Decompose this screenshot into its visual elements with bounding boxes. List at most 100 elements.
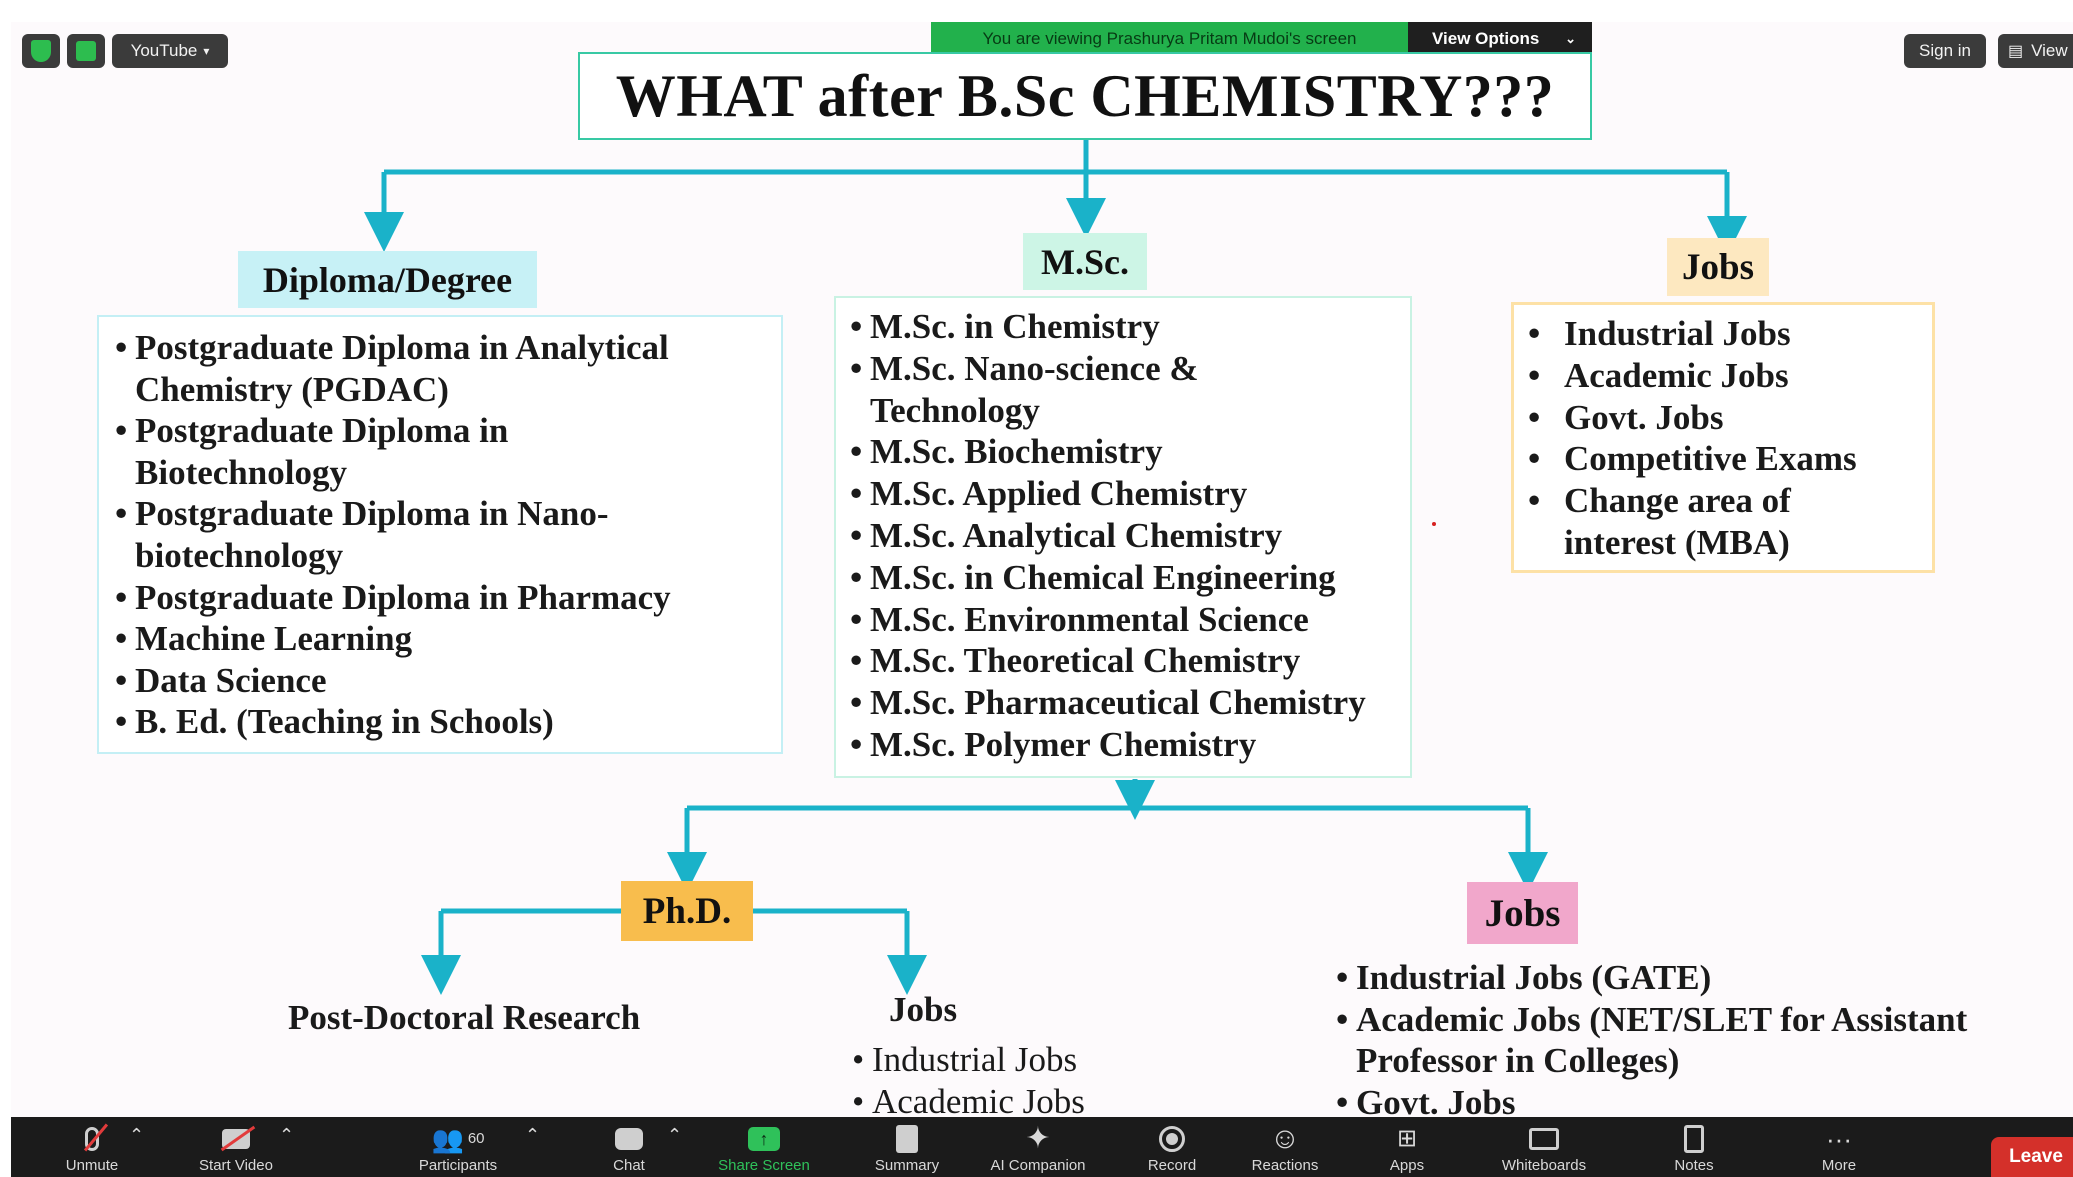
leave-button[interactable]: Leave [1991, 1137, 2073, 1177]
summary-button[interactable]: Summary [852, 1123, 962, 1174]
list-item: M.Sc. Applied Chemistry [850, 473, 1410, 515]
youtube-label: YouTube [130, 41, 198, 60]
more-dots-icon: ··· [1826, 1124, 1852, 1154]
whiteboards-label: Whiteboards [1501, 1157, 1587, 1174]
apps-grid-icon: ⊞ [1396, 1125, 1418, 1152]
laser-pointer-dot [1432, 522, 1436, 526]
view-label: View [2031, 41, 2068, 60]
list-item: M.Sc. Nano-science & Technology [850, 348, 1270, 432]
participants-options-chevron-icon[interactable]: ⌃ [525, 1125, 541, 1145]
phd-jobs-heading: Jobs [889, 990, 958, 1029]
participants-icon-wrap: 👥 60 [431, 1123, 484, 1155]
jobs-top-heading: Jobs [1667, 238, 1769, 296]
screen-share-banner: You are viewing Prashurya Pritam Mudoi's… [931, 22, 1592, 55]
list-item: M.Sc. Biochemistry [850, 431, 1410, 473]
participants-button[interactable]: 👥 60 Participants [403, 1123, 513, 1174]
list-item: Change area of interest (MBA) [1528, 480, 1824, 564]
meeting-toolbar: Unmute ⌃ Start Video ⌃ 👥 60 Participants… [11, 1117, 2073, 1177]
chat-label: Chat [613, 1157, 645, 1174]
more-label: More [1821, 1157, 1857, 1174]
summary-document-icon [896, 1123, 918, 1155]
jobs-top-box: Industrial Jobs Academic Jobs Govt. Jobs… [1511, 302, 1935, 573]
list-item: Industrial Jobs [1528, 313, 1898, 355]
security-shield-button[interactable] [22, 34, 60, 68]
participants-label: Participants [418, 1157, 498, 1174]
phd-jobs-list: Industrial Jobs Academic Jobs [852, 1039, 1085, 1122]
more-button[interactable]: ··· More [1784, 1123, 1894, 1174]
list-item: M.Sc. Analytical Chemistry [850, 515, 1410, 557]
jobs-bottom-list: Industrial Jobs (GATE) Academic Jobs (NE… [1336, 957, 2026, 1123]
grid-view-icon: ▤ [2008, 43, 2024, 60]
list-item: Industrial Jobs (GATE) [1336, 957, 2026, 999]
slide-title: WHAT after B.Sc CHEMISTRY??? [615, 62, 1555, 129]
dropdown-caret-icon: ▾ [203, 44, 210, 58]
unmute-button[interactable]: Unmute [37, 1123, 147, 1174]
chevron-down-icon: ⌄ [1565, 30, 1576, 46]
list-item: M.Sc. Pharmaceutical Chemistry [850, 682, 1410, 724]
slide-title-box: WHAT after B.Sc CHEMISTRY??? [578, 52, 1592, 140]
msc-heading: M.Sc. [1023, 233, 1147, 290]
chat-bubble-icon [615, 1123, 643, 1155]
list-item: Academic Jobs [852, 1081, 1085, 1123]
record-icon [1159, 1123, 1185, 1155]
youtube-menu-button[interactable]: YouTube ▾ [112, 34, 228, 68]
apps-button[interactable]: ⊞ Apps [1352, 1123, 1462, 1174]
list-item: Postgraduate Diploma in Nano-biotechnolo… [115, 493, 695, 576]
smiley-icon: ☺ [1269, 1122, 1301, 1155]
start-video-label: Start Video [199, 1157, 273, 1174]
list-item: Industrial Jobs [852, 1039, 1085, 1081]
list-item: M.Sc. in Chemistry [850, 306, 1410, 348]
whiteboard-icon [1529, 1123, 1559, 1155]
list-item: Academic Jobs [1528, 355, 1898, 397]
notes-button[interactable]: Notes [1639, 1123, 1749, 1174]
view-button[interactable]: ▤ View [1998, 34, 2073, 68]
list-item: Competitive Exams [1528, 438, 1898, 480]
diploma-heading: Diploma/Degree [238, 251, 537, 308]
list-item: Machine Learning [115, 618, 755, 660]
whiteboards-button[interactable]: Whiteboards [1489, 1123, 1599, 1174]
jobs-bottom-heading: Jobs [1467, 882, 1578, 944]
ai-companion-label: AI Companion [990, 1157, 1086, 1174]
list-item: M.Sc. Theoretical Chemistry [850, 640, 1410, 682]
msc-list: M.Sc. in Chemistry M.Sc. Nano-science & … [850, 306, 1410, 766]
list-item: Academic Jobs (NET/SLET for Assistant Pr… [1336, 999, 2026, 1082]
list-item: M.Sc. Environmental Science [850, 599, 1410, 641]
start-video-button[interactable]: Start Video [181, 1123, 291, 1174]
audio-options-chevron-icon[interactable]: ⌃ [129, 1125, 145, 1145]
ai-companion-button[interactable]: ✦ AI Companion [983, 1122, 1093, 1175]
view-options-button[interactable]: View Options ⌄ [1408, 22, 1592, 55]
video-off-icon [220, 1123, 256, 1155]
participant-count: 60 [467, 1130, 485, 1147]
record-label: Record [1147, 1157, 1197, 1174]
unmute-label: Unmute [65, 1157, 119, 1174]
muted-microphone-icon [83, 1123, 109, 1155]
list-item: B. Ed. (Teaching in Schools) [115, 701, 755, 743]
list-item: Postgraduate Diploma in Biotechnology [115, 410, 565, 493]
chat-options-chevron-icon[interactable]: ⌃ [667, 1125, 683, 1145]
share-screen-label: Share Screen [718, 1157, 810, 1174]
share-banner-text: You are viewing Prashurya Pritam Mudoi's… [931, 22, 1408, 55]
diploma-list: Postgraduate Diploma in Analytical Chemi… [115, 327, 755, 743]
sparkle-icon: ✦ [1025, 1122, 1051, 1155]
list-item: M.Sc. in Chemical Engineering [850, 557, 1410, 599]
sign-in-button[interactable]: Sign in [1904, 34, 1986, 68]
chat-button[interactable]: Chat [574, 1123, 684, 1174]
broadcast-icon [76, 41, 96, 61]
postdoc-text: Post-Doctoral Research [288, 998, 641, 1037]
list-item: Govt. Jobs [1528, 397, 1898, 439]
live-stream-button[interactable] [67, 34, 105, 68]
video-options-chevron-icon[interactable]: ⌃ [279, 1125, 295, 1145]
share-screen-icon: ↑ [748, 1123, 780, 1155]
phd-heading: Ph.D. [621, 881, 753, 941]
reactions-button[interactable]: ☺ Reactions [1230, 1122, 1340, 1175]
list-item: Postgraduate Diploma in Analytical Chemi… [115, 327, 755, 410]
share-screen-button[interactable]: ↑ Share Screen [709, 1123, 819, 1174]
summary-label: Summary [874, 1157, 940, 1174]
notes-icon [1684, 1123, 1704, 1155]
msc-box: M.Sc. in Chemistry M.Sc. Nano-science & … [834, 296, 1412, 778]
record-button[interactable]: Record [1117, 1123, 1227, 1174]
list-item: M.Sc. Polymer Chemistry [850, 724, 1410, 766]
list-item: Govt. Jobs [1336, 1082, 2026, 1124]
reactions-label: Reactions [1251, 1157, 1319, 1174]
